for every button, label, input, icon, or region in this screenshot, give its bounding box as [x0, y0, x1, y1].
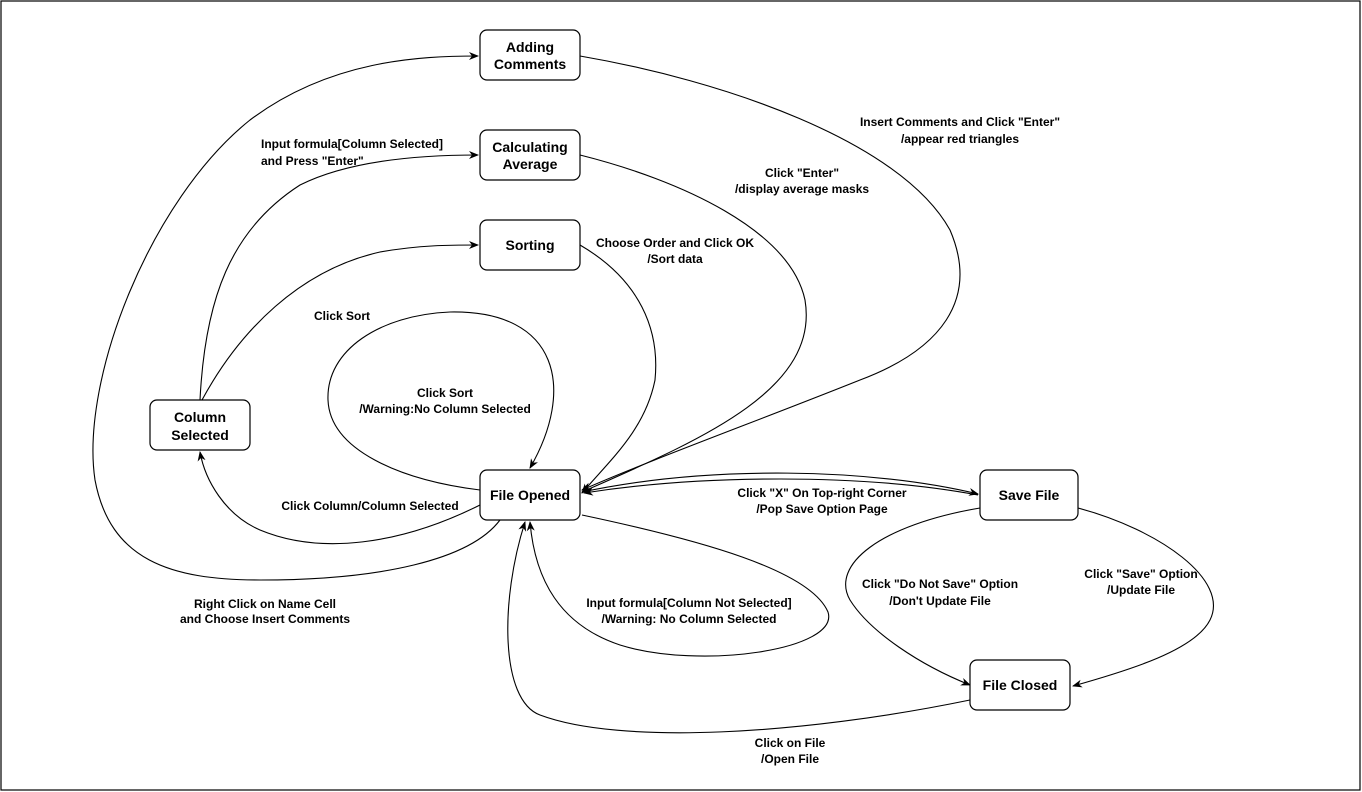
- label-input-formula-not-selected: /Warning: No Column Selected: [602, 612, 777, 626]
- state-label: Selected: [171, 427, 229, 443]
- label-do-not-save: Click "Do Not Save" Option: [862, 577, 1018, 591]
- edge-save-file-to-file-closed-save: [1072, 507, 1214, 688]
- label-save-option: /Update File: [1107, 583, 1175, 597]
- state-label: Sorting: [506, 237, 555, 253]
- label-insert-comments: Insert Comments and Click "Enter": [860, 115, 1060, 129]
- label-do-not-save: /Don't Update File: [889, 594, 991, 608]
- label-click-sort-warning: /Warning:No Column Selected: [359, 402, 531, 416]
- edge-column-to-calculating-average: [199, 151, 479, 401]
- label-choose-order: /Sort data: [647, 252, 703, 266]
- edge-calculating-average-to-file-opened: [579, 154, 807, 493]
- state-label: Comments: [494, 56, 567, 72]
- state-file-closed[interactable]: File Closed: [969, 659, 1071, 711]
- edge-column-to-adding-comments: [92, 52, 501, 581]
- state-adding-comments[interactable]: Adding Comments: [479, 29, 581, 81]
- nodes: Adding Comments Calculating Average Sort…: [149, 29, 1079, 711]
- state-label: Adding: [506, 39, 554, 55]
- state-label: Average: [503, 156, 558, 172]
- state-calculating-average[interactable]: Calculating Average: [479, 129, 581, 181]
- edge-file-opened-self-loop-sort: [327, 311, 555, 491]
- state-label: File Opened: [490, 487, 570, 503]
- label-click-enter-average: Click "Enter": [765, 166, 839, 180]
- label-click-column: Click Column/Column Selected: [281, 499, 458, 513]
- label-input-formula-not-selected: Input formula[Column Not Selected]: [586, 596, 791, 610]
- state-label: File Closed: [983, 677, 1058, 693]
- state-save-file[interactable]: Save File: [979, 469, 1079, 521]
- label-save-option: Click "Save" Option: [1084, 567, 1197, 581]
- state-column-selected[interactable]: Column Selected: [149, 399, 251, 451]
- edge-labels: Insert Comments and Click "Enter" /appea…: [180, 115, 1198, 766]
- state-sorting[interactable]: Sorting: [479, 219, 581, 271]
- edge-save-file-to-file-closed-do-not-save: [845, 507, 981, 686]
- state-label: Calculating: [492, 139, 567, 155]
- edge-column-to-sorting: [201, 241, 479, 401]
- label-click-x: Click "X" On Top-right Corner: [737, 486, 906, 500]
- edge-save-file-to-file-opened: [583, 478, 979, 496]
- label-input-formula-selected: Input formula[Column Selected]: [261, 137, 443, 151]
- label-click-enter-average: /display average masks: [735, 182, 869, 196]
- edge-file-opened-to-column-selected: [197, 451, 481, 545]
- label-right-click-name-cell: Right Click on Name Cell: [194, 597, 336, 611]
- label-click-on-file: /Open File: [761, 752, 819, 766]
- label-click-on-file: Click on File: [755, 736, 826, 750]
- label-click-x: /Pop Save Option Page: [756, 502, 888, 516]
- edge-adding-comments-to-file-opened: [579, 55, 961, 491]
- edge-file-opened-self-loop-formula: [526, 514, 830, 657]
- label-insert-comments: /appear red triangles: [901, 132, 1019, 146]
- edge-file-opened-to-save-file: [581, 472, 979, 496]
- label-click-sort-warning: Click Sort: [417, 386, 473, 400]
- state-label: Save File: [999, 487, 1060, 503]
- state-label: Column: [174, 409, 226, 425]
- label-click-sort: Click Sort: [314, 309, 370, 323]
- label-choose-order: Choose Order and Click OK: [596, 236, 754, 250]
- label-right-click-name-cell: and Choose Insert Comments: [180, 612, 350, 626]
- edges: [92, 52, 1214, 734]
- edge-file-closed-to-file-opened: [507, 521, 971, 734]
- state-file-opened[interactable]: File Opened: [479, 469, 581, 521]
- label-input-formula-selected: and Press "Enter": [261, 154, 364, 168]
- edge-sorting-to-file-opened: [579, 244, 657, 494]
